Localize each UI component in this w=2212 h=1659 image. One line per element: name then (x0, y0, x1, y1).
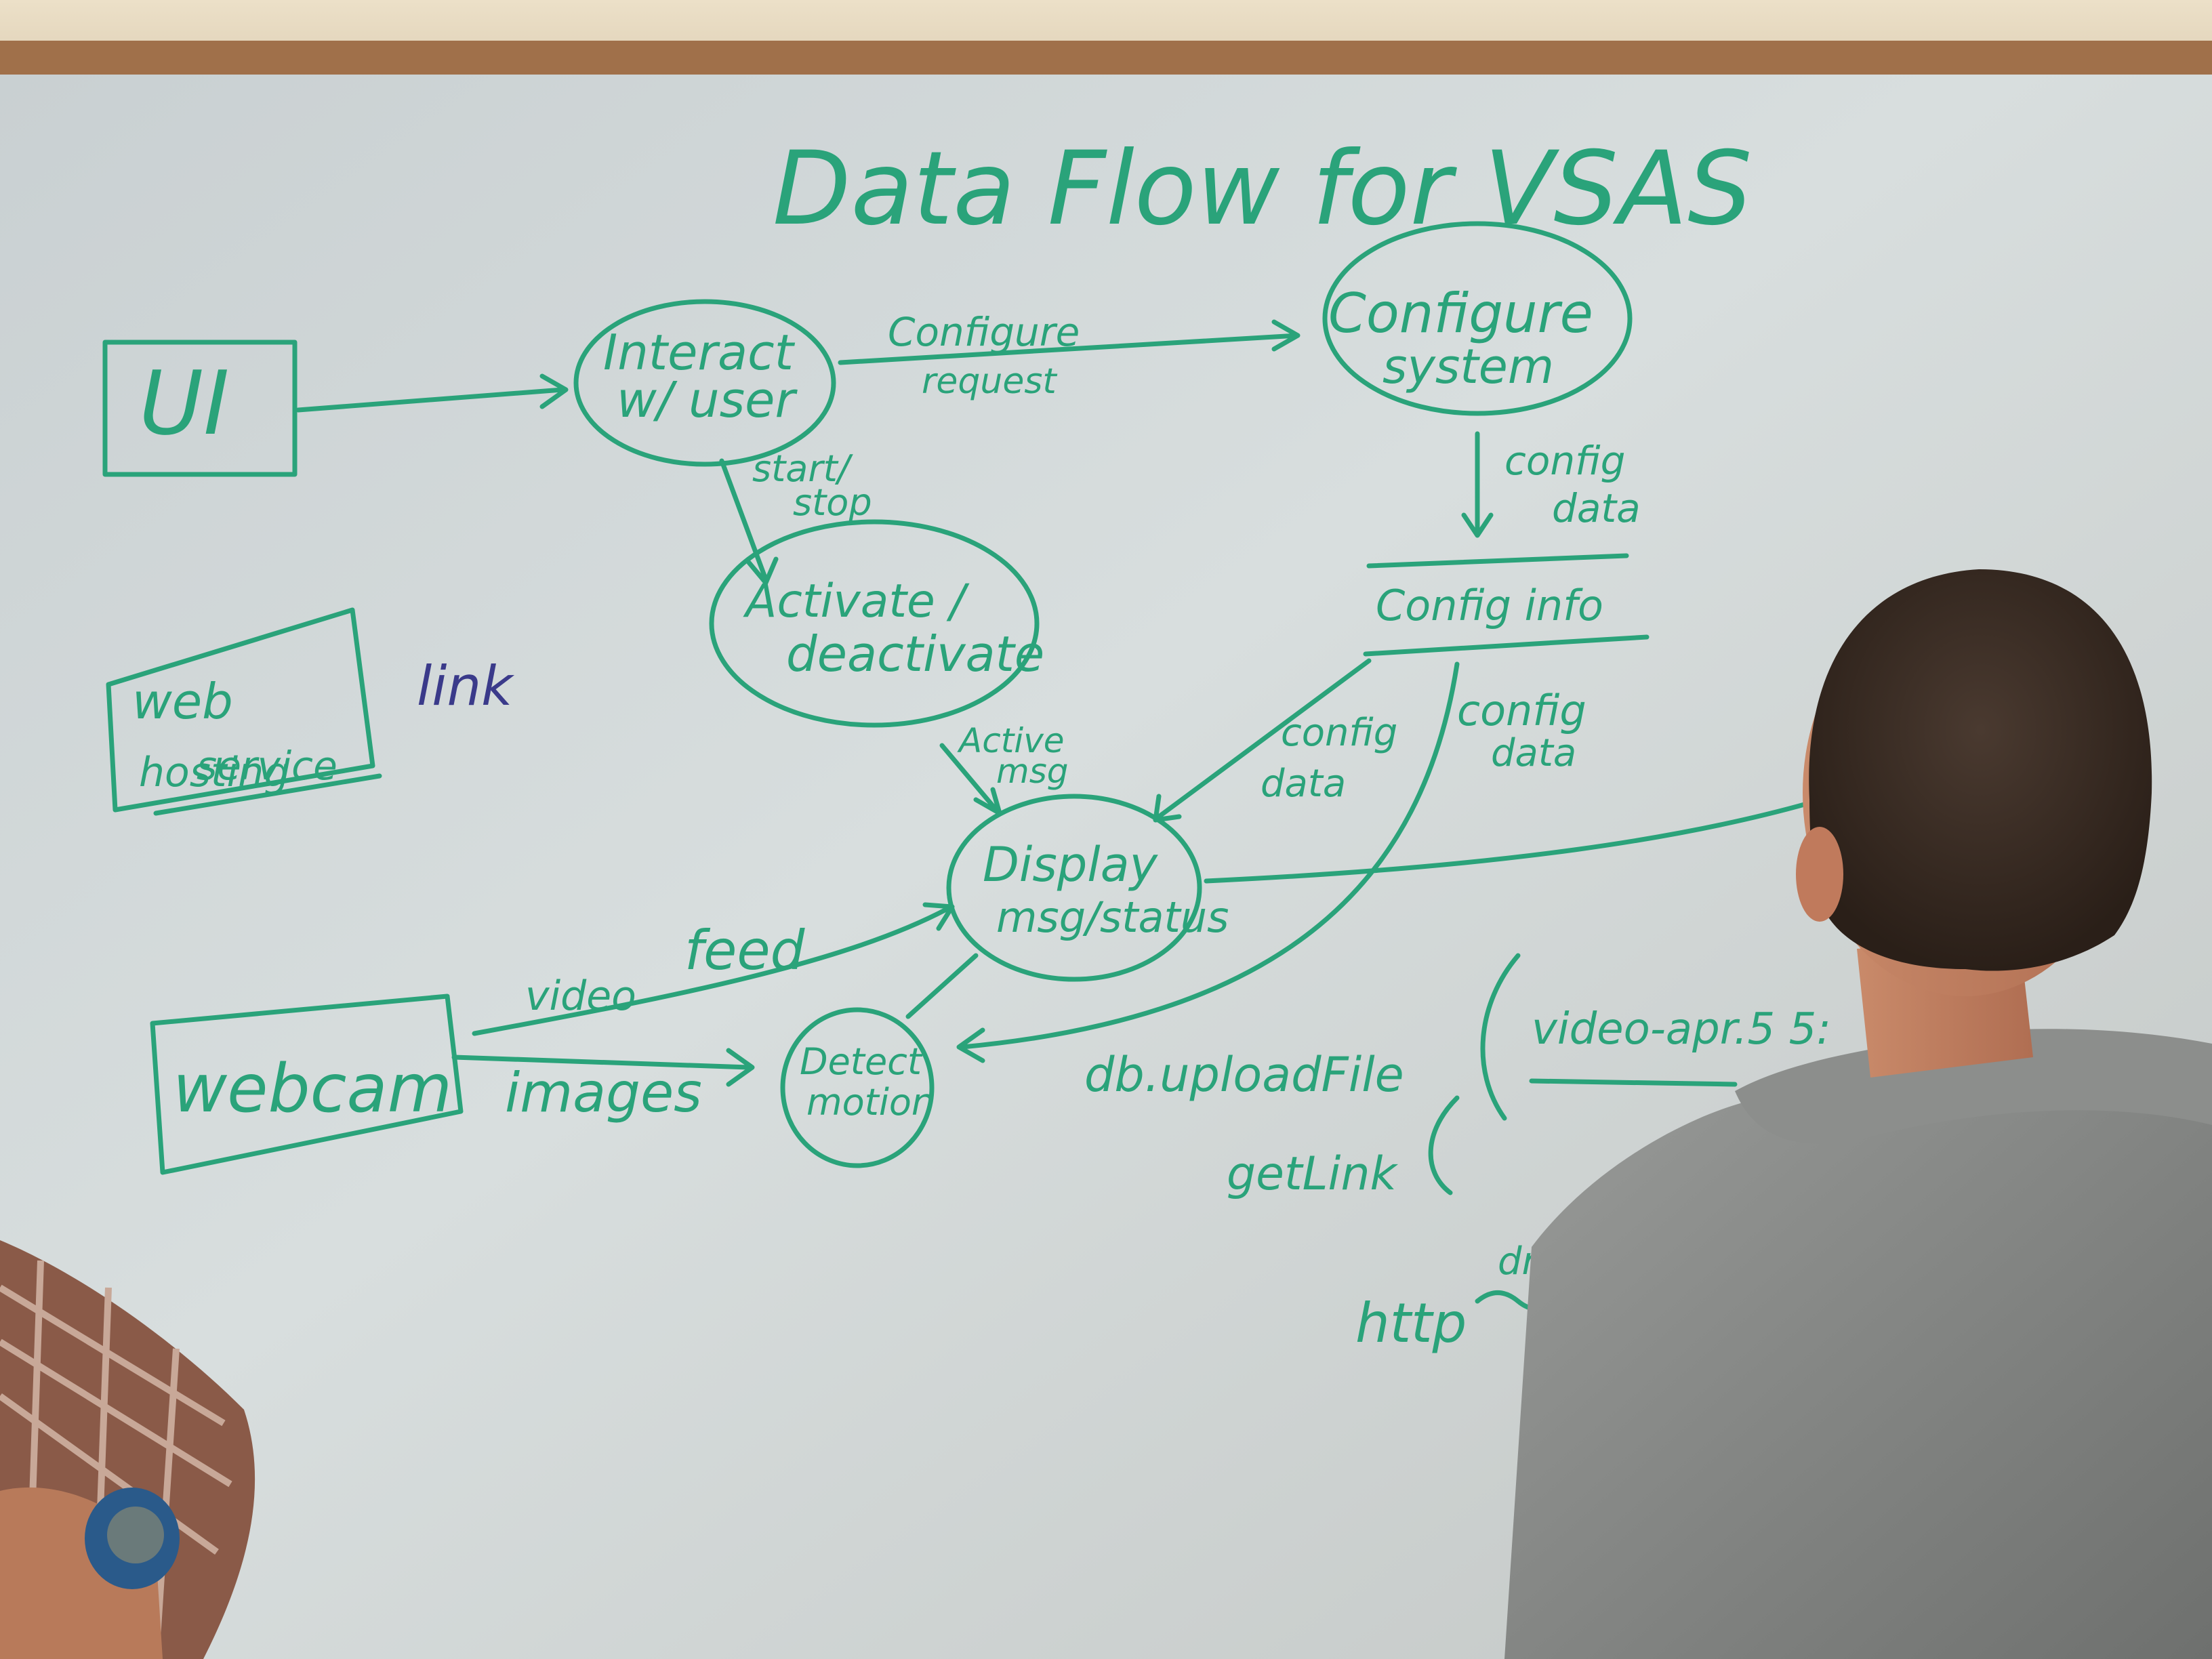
configure-request-label-2: request (922, 361, 1057, 402)
detect-process (780, 1007, 935, 1168)
board-title: Data Flow for VSAS (773, 130, 1753, 248)
interact-process (573, 299, 836, 467)
images-arrow (451, 1048, 755, 1087)
configure-label-1: Configure (1328, 282, 1593, 345)
video-feed-label-1: video (525, 972, 636, 1020)
configure-request-arrow (838, 319, 1300, 365)
webcam-box (150, 994, 464, 1175)
interact-label-2: w/ user (617, 371, 798, 428)
watch-face (107, 1507, 164, 1563)
start-stop-label-1: start/ (752, 447, 854, 490)
config-store-label: Config info (1376, 581, 1603, 630)
ui-box (102, 340, 298, 477)
hair (1809, 569, 2152, 971)
person-right (1504, 569, 2212, 1659)
config-store-top-line (1366, 553, 1629, 569)
configure-process (1322, 221, 1633, 416)
configure-label-2: system (1382, 339, 1554, 394)
config-data-2-label-2: data (1261, 762, 1346, 806)
display-process (946, 794, 1202, 982)
http-note: http (1355, 1292, 1467, 1355)
start-stop-arrow (719, 458, 779, 586)
video-feed-arrow (472, 902, 955, 1036)
ui-to-interact-arrow (295, 373, 569, 413)
bracket-1 (1480, 953, 1521, 1121)
link-note: link (417, 655, 514, 718)
display-label-2: msg/status (996, 893, 1229, 942)
video-feed-label-2: feed (684, 919, 806, 982)
images-label: images (505, 1061, 702, 1124)
detect-label-2: motion (806, 1081, 935, 1124)
display-to-detect-line (905, 953, 979, 1019)
person-left (0, 1240, 255, 1659)
config-data-2-label-1: config (1281, 711, 1397, 755)
ui-label: UI (139, 352, 230, 455)
config-data-arrow-1 (1461, 431, 1494, 538)
configure-request-label-1: Configure (888, 309, 1080, 355)
web-hosting-underline (153, 773, 382, 816)
activate-label-1: Activate / (743, 575, 970, 628)
ear (1796, 827, 1843, 922)
webcam-label: webcam (173, 1050, 452, 1128)
upload-note: db.uploadFile (1084, 1047, 1404, 1103)
start-stop-label-2: stop (793, 481, 872, 524)
web-hosting-label-3: service (197, 743, 337, 789)
config-store-bottom-line (1363, 634, 1650, 657)
config-data-arrow-3 (956, 661, 1460, 1063)
config-data-1-label-1: config (1504, 438, 1625, 484)
detect-label-1: Detect (800, 1040, 923, 1083)
interact-label-1: Interact (603, 324, 796, 381)
video-file-note: video-apr.5 5: (1532, 1004, 1831, 1054)
activate-label-2: deactivate (786, 626, 1044, 682)
config-data-1-label-2: data (1552, 485, 1641, 531)
getlink-note: getLink (1227, 1147, 1399, 1201)
activate-process (709, 519, 1040, 728)
web-hosting-label-2: hosting (139, 749, 289, 796)
active-msg-label-1: Active (957, 721, 1065, 760)
display-to-right-line (1204, 790, 1846, 884)
bracket-2 (1428, 1095, 1460, 1195)
config-data-3-label-1: config (1457, 686, 1586, 735)
display-label-1: Display (983, 837, 1159, 893)
sweater (1504, 1044, 2212, 1659)
collar (1735, 1029, 2212, 1144)
plaid-lines (0, 1260, 232, 1659)
config-data-3-label-2: data (1491, 731, 1576, 775)
video-file-underline (1529, 1078, 1738, 1087)
active-msg-label-2: msg (996, 752, 1069, 791)
web-hosting-box (106, 607, 375, 813)
web-hosting-label-1: web (132, 673, 233, 730)
